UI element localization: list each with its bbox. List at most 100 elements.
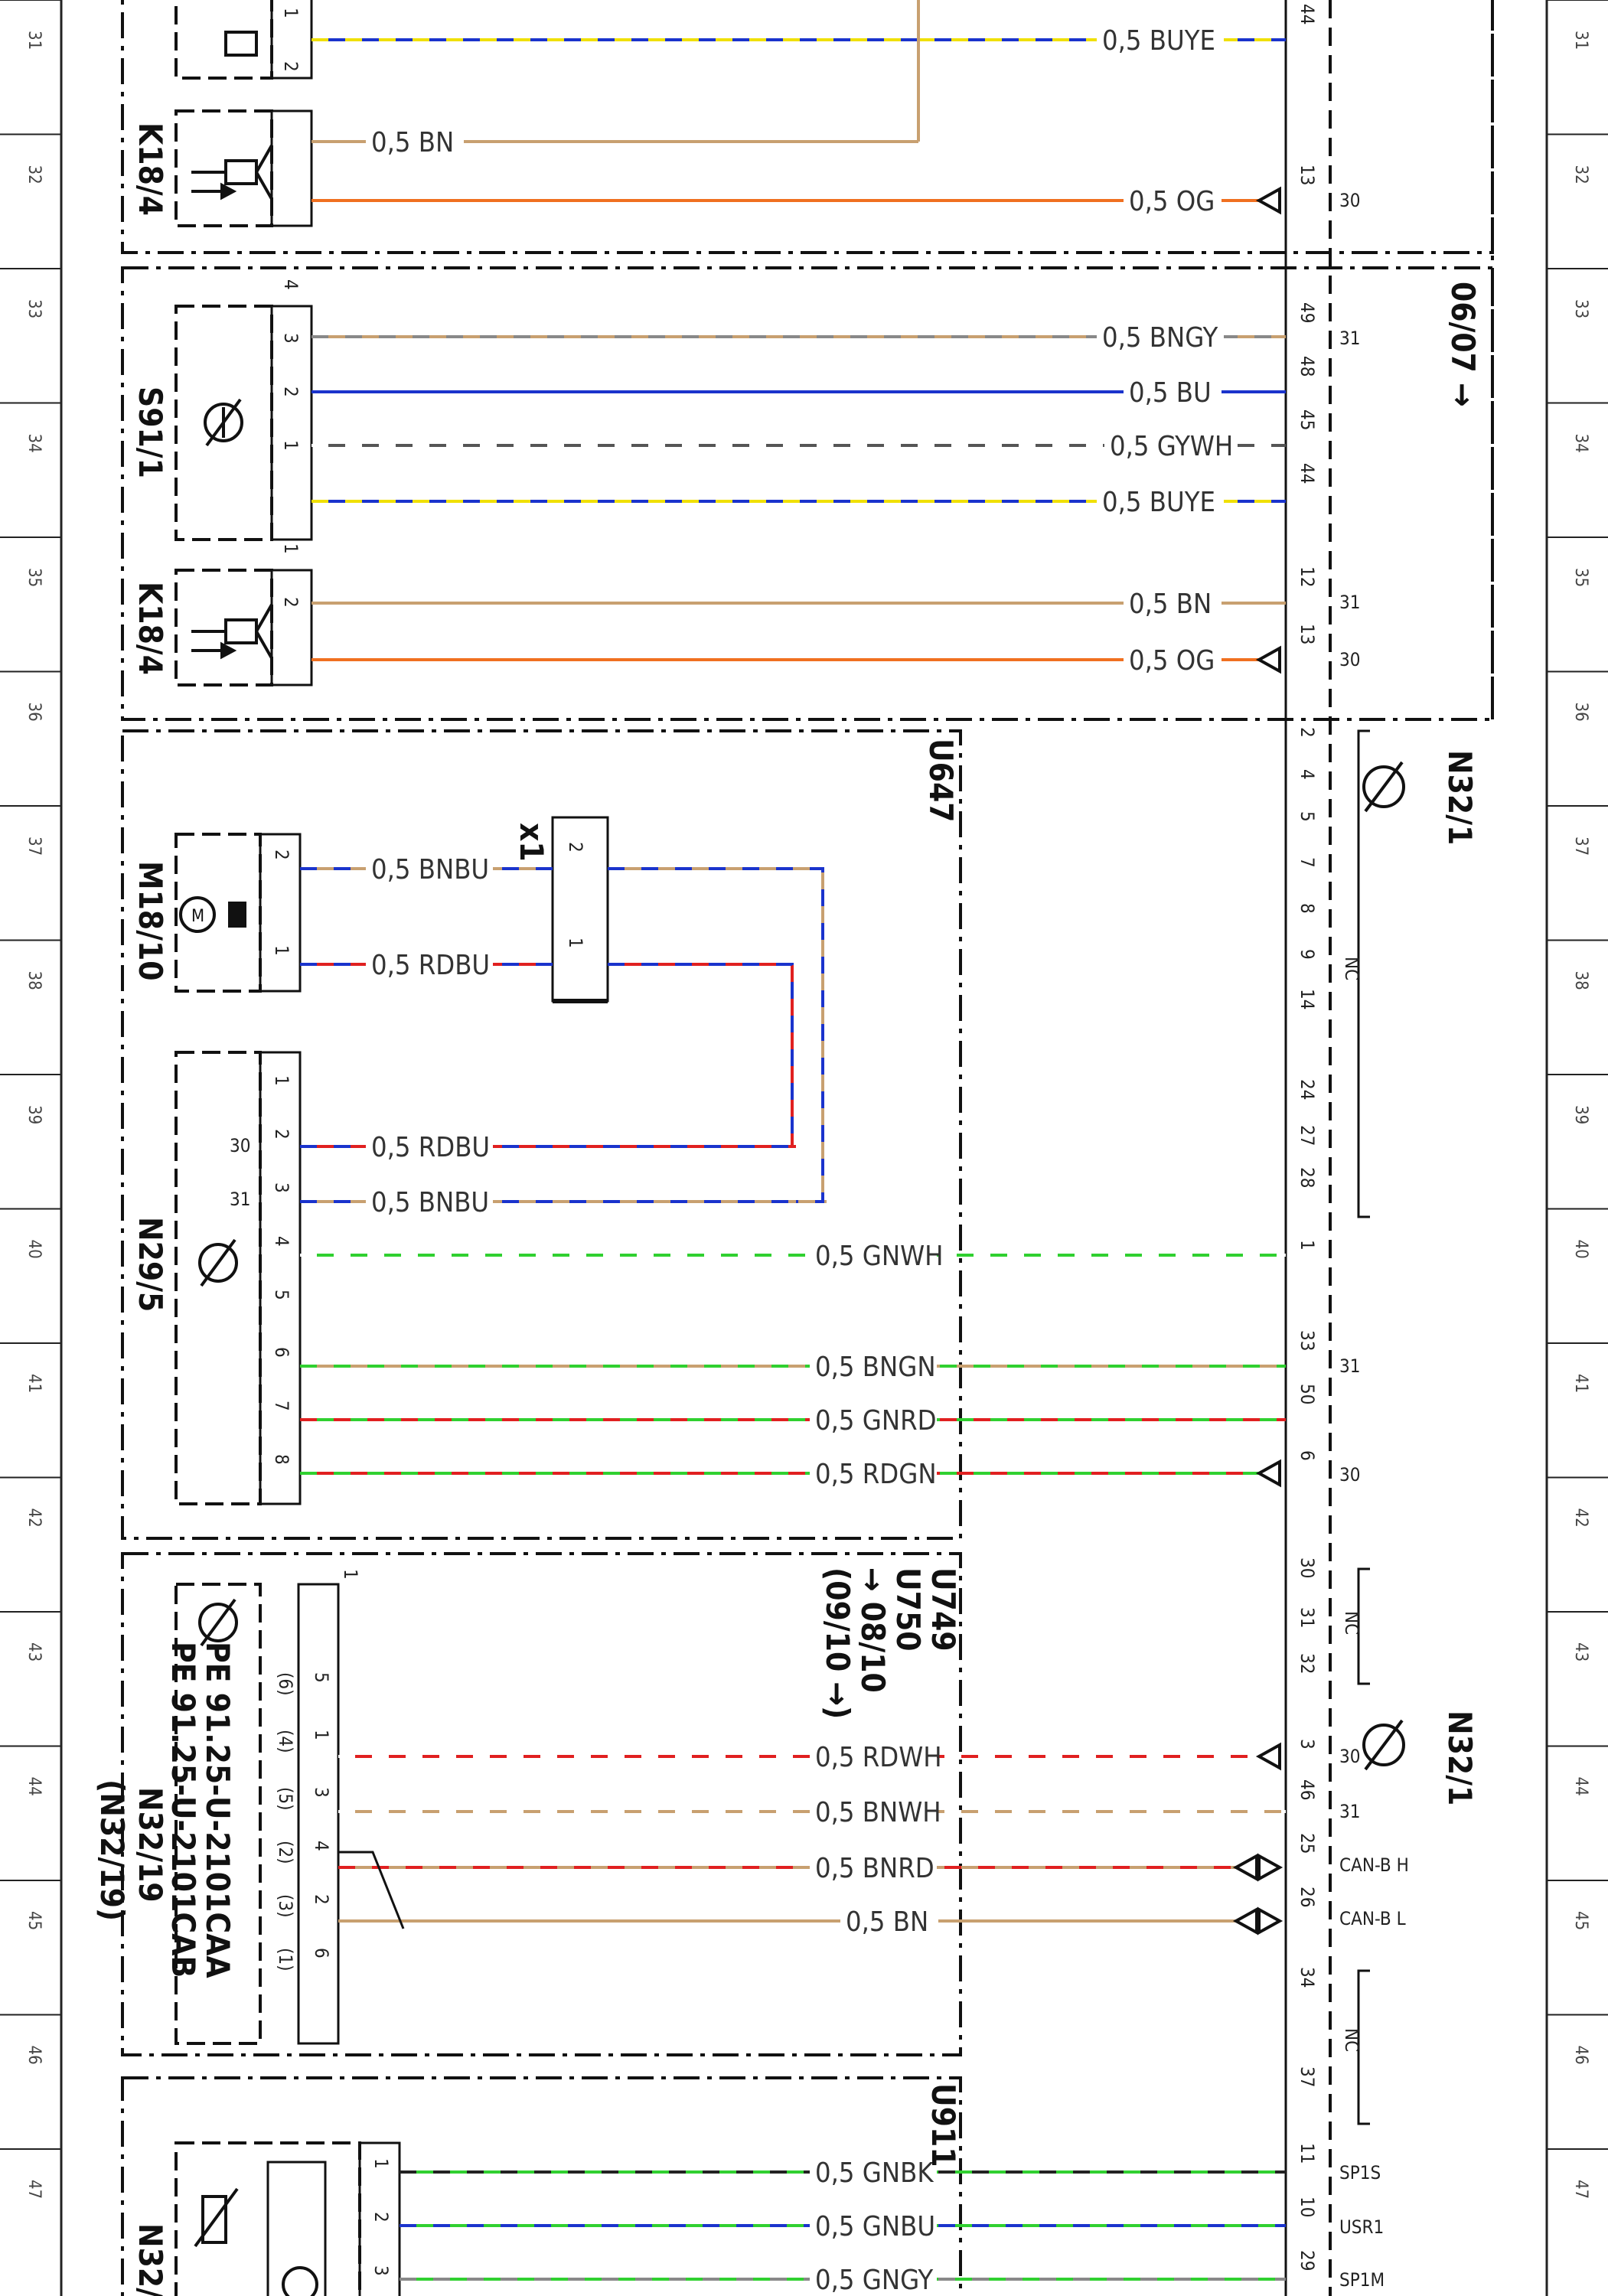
pin-label: 3 (370, 2265, 392, 2276)
wire-label: 0,5 BN (846, 1906, 928, 1938)
zone-number: 34 (24, 434, 44, 453)
pin-label: 1 (280, 8, 302, 18)
wire-label-bg (1097, 320, 1224, 354)
wire-label: 0,5 BNRD (815, 1853, 934, 1884)
frame-label-u749: U749 (925, 1567, 962, 1652)
pin-label: 34 (1297, 1967, 1318, 1988)
k18-4-b-plug (270, 569, 313, 687)
component-label-n32-19-alt: (N32/19) (93, 1779, 131, 1921)
frame-label-u750: U750 (889, 1567, 927, 1652)
pin-label: 11 (1297, 2143, 1318, 2164)
wire-label-bg (1124, 643, 1221, 677)
wire-label: 0,5 GNWH (815, 1241, 943, 1272)
pin-label: 2 (271, 850, 292, 860)
bus-arrow-can-l-b (1257, 1906, 1283, 1936)
signal-label-31-d: 31 (1339, 1801, 1360, 1822)
zone-number: 40 (1571, 1240, 1590, 1259)
pin-label: 5 (1297, 811, 1318, 822)
pin-label: 45 (1297, 409, 1318, 430)
signal-label-nc-mid: NC (1341, 1611, 1362, 1635)
wire-label-bg (366, 125, 464, 158)
pin-label: 3 (311, 1787, 332, 1798)
pin-label: (1) (275, 1948, 296, 1971)
component-label-n32-partial: N32/ (132, 2223, 169, 2296)
wire-label-bg (1097, 484, 1224, 518)
part-number-b: PE 91.25-U-2101CAB (165, 1642, 202, 1978)
component-label-m18-10: M18/10 (132, 861, 169, 981)
pin-label: 2 (280, 61, 302, 72)
zone-number: 37 (24, 837, 44, 856)
zone-number: 35 (24, 568, 44, 587)
zone-number: 42 (1571, 1508, 1590, 1528)
component-label-n29-5: N29/5 (132, 1217, 169, 1312)
pin-label: 31 (1297, 1607, 1318, 1628)
n32-19-box (174, 1583, 262, 2045)
signal-label-sp1m: SP1M (1339, 2269, 1385, 2291)
signal-label-31-a: 31 (1339, 328, 1360, 349)
zone-number: 35 (1571, 568, 1590, 587)
n32-1-sensor-upper (1362, 761, 1405, 813)
wire-label: 0,5 RDBU (371, 1132, 490, 1163)
zone-number: 38 (1571, 971, 1590, 990)
pin-label: 3 (1297, 1739, 1318, 1750)
pin-label: 49 (1297, 302, 1318, 323)
pin-label: 46 (1297, 1779, 1318, 1800)
signal-label-31-b: 31 (1339, 592, 1360, 613)
wire-label-bg (840, 1904, 938, 1938)
pin-label: 2 (565, 842, 586, 853)
bus-arrow-can-h-b (1257, 1853, 1283, 1882)
connector-label-x1: x1 (513, 823, 550, 862)
wire-label-bg (1124, 586, 1221, 620)
pin-label: 14 (1297, 989, 1318, 1009)
m18-10-motor: M (179, 896, 246, 933)
pin-label: 2 (311, 1894, 332, 1905)
wire-label-bg (366, 1185, 493, 1218)
pin-label: 33 (1297, 1330, 1318, 1351)
zone-number: 34 (1571, 434, 1590, 453)
zone-number: 45 (24, 1911, 44, 1930)
wire-label: 0,5 RDGN (815, 1459, 937, 1490)
component-label-s91-1: S91/1 (132, 386, 169, 478)
signal-label-30-d: 30 (1339, 1746, 1360, 1767)
pin-label: (6) (275, 1672, 296, 1696)
pin-label: 9 (1297, 949, 1318, 960)
pin-label: 27 (1297, 1125, 1318, 1146)
frame-k18-top (121, 0, 1494, 254)
component-label-n32-1-lower: N32/1 (1441, 1711, 1479, 1805)
zone-number: 44 (24, 1777, 44, 1796)
wire-label-bg (1097, 23, 1224, 57)
wire-label-bg (810, 1456, 937, 1490)
frame-ref-08-10: → 08/10 (854, 1567, 892, 1693)
pin-label: 48 (1297, 356, 1318, 377)
signal-label-30-b: 30 (1339, 649, 1360, 670)
wire-label: 0,5 BU (1129, 377, 1212, 409)
pin-label: 1 (271, 945, 292, 956)
k18-4-relay-top (224, 31, 258, 57)
pin-label: (3) (275, 1894, 296, 1918)
frame-s91 (121, 266, 1494, 721)
pin-label: 29 (1297, 2250, 1318, 2271)
wire-label-bg (366, 947, 493, 981)
frame-label-u647: U647 (922, 739, 960, 823)
pin-label: 2 (370, 2212, 392, 2223)
bus-arrows (1232, 186, 1283, 1936)
jumper-wire (608, 867, 824, 1203)
pin-label: 25 (1297, 1833, 1318, 1854)
zone-number: 44 (1571, 1777, 1590, 1796)
zone-number: 43 (1571, 1642, 1590, 1662)
n32-19-plug (297, 1583, 340, 2045)
zone-number: 33 (1571, 299, 1590, 318)
wire-label: 0,5 BNBU (371, 1187, 489, 1218)
m18-10-box (174, 833, 262, 993)
wire-label-bg (810, 2209, 937, 2242)
pin-label: 4 (280, 279, 302, 290)
wire-label: 0,5 BNGY (1102, 322, 1218, 354)
signal-label-sp1s: SP1S (1339, 2162, 1381, 2183)
k18-4-relay-b (191, 604, 273, 660)
pin-label: 50 (1297, 1384, 1318, 1404)
component-label-k18-4-b: K18/4 (132, 582, 169, 675)
nc-braces (1357, 729, 1370, 2125)
pin-label: 7 (1297, 857, 1318, 868)
wire-label: 0,5 BNWH (815, 1797, 941, 1828)
